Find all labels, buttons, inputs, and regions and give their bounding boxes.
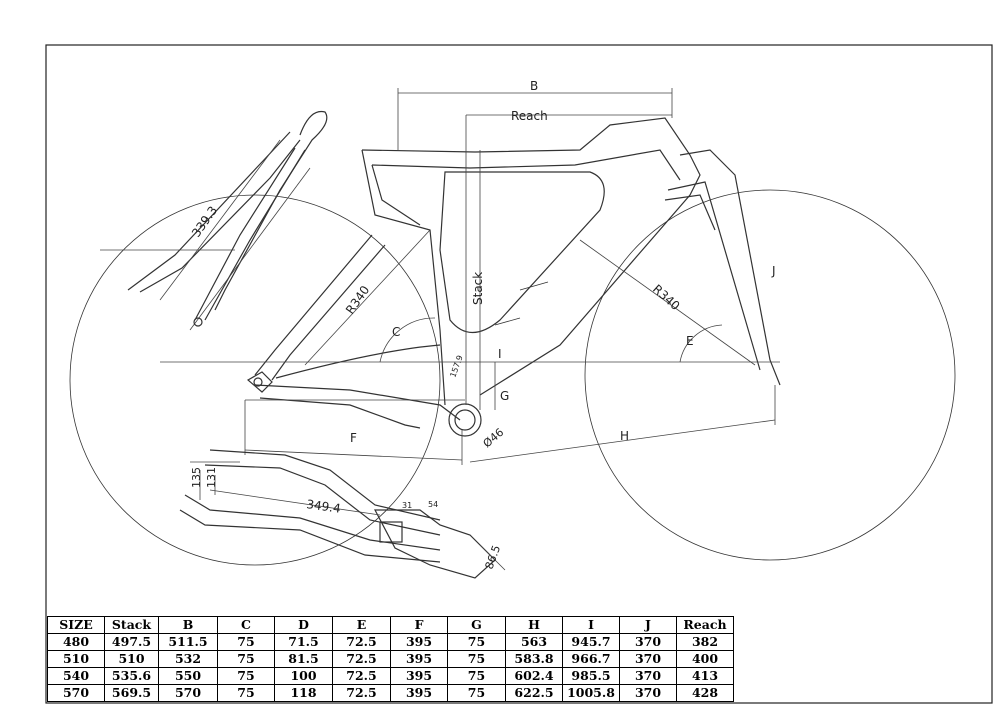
col-stack: Stack [104, 616, 159, 634]
geometry-table: SIZE Stack B C D E F G H I J Reach 480 4… [47, 616, 734, 702]
cell: 72.5 [332, 633, 391, 651]
cell: 72.5 [332, 667, 391, 685]
cell: 395 [390, 633, 448, 651]
col-c: C [217, 616, 275, 634]
cell: 497.5 [104, 633, 159, 651]
cell: 395 [390, 667, 448, 685]
label-e: E [686, 334, 694, 348]
cell: 395 [390, 684, 448, 702]
label-31: 31 [402, 501, 412, 510]
cell: 370 [619, 667, 677, 685]
label-h: H [620, 429, 629, 443]
cell: 532 [158, 650, 218, 668]
col-b: B [158, 616, 218, 634]
fork-drawing [100, 110, 328, 331]
cell: 1005.8 [562, 684, 620, 702]
cell: 75 [447, 633, 506, 651]
cell: 75 [217, 633, 275, 651]
cell: 480 [47, 633, 105, 651]
cell: 400 [676, 650, 734, 668]
cell: 569.5 [104, 684, 159, 702]
cell: 71.5 [274, 633, 333, 651]
col-j: J [619, 616, 677, 634]
col-g: G [447, 616, 506, 634]
cell: 535.6 [104, 667, 159, 685]
col-i: I [562, 616, 620, 634]
drawing-border [45, 44, 993, 704]
label-157: 157.9 [448, 354, 464, 379]
dimension-lines [160, 88, 780, 465]
cell: 75 [447, 684, 506, 702]
col-h: H [505, 616, 563, 634]
label-135: 135 [190, 467, 203, 488]
cell: 985.5 [562, 667, 620, 685]
label-d46: Ø46 [481, 426, 507, 451]
col-f: F [390, 616, 448, 634]
col-size: SIZE [47, 616, 105, 634]
cell: 510 [104, 650, 159, 668]
cell: 118 [274, 684, 333, 702]
cell: 510 [47, 650, 105, 668]
frame-drawing [246, 117, 781, 437]
table-row: 540 535.6 550 75 100 72.5 395 75 602.4 9… [47, 667, 734, 685]
front-wheel [584, 189, 956, 561]
label-54: 54 [428, 500, 438, 509]
cell: 370 [619, 633, 677, 651]
label-i: I [498, 347, 502, 361]
table-row: 510 510 532 75 81.5 72.5 395 75 583.8 96… [47, 650, 734, 668]
rear-wheel [69, 194, 441, 566]
label-c: C [392, 325, 400, 339]
cell: 75 [447, 667, 506, 685]
cell: 100 [274, 667, 333, 685]
cell: 550 [158, 667, 218, 685]
cell: 428 [676, 684, 734, 702]
cell: 75 [217, 684, 275, 702]
col-d: D [274, 616, 333, 634]
cell: 75 [447, 650, 506, 668]
label-g: G [500, 389, 509, 403]
cell: 563 [505, 633, 563, 651]
cell: 395 [390, 650, 448, 668]
cell: 382 [676, 633, 734, 651]
cell: 540 [47, 667, 105, 685]
cell: 72.5 [332, 650, 391, 668]
cell: 966.7 [562, 650, 620, 668]
cell: 945.7 [562, 633, 620, 651]
cell: 72.5 [332, 684, 391, 702]
label-349: 349.4 [306, 497, 342, 516]
cell: 602.4 [505, 667, 563, 685]
col-reach: Reach [676, 616, 734, 634]
cell: 570 [47, 684, 105, 702]
label-r340-right: R340 [650, 282, 683, 313]
stay-detail-drawing [179, 449, 506, 579]
cell: 570 [158, 684, 218, 702]
cell: 583.8 [505, 650, 563, 668]
table-header-row: SIZE Stack B C D E F G H I J Reach [47, 616, 734, 634]
cell: 75 [217, 667, 275, 685]
table-row: 570 569.5 570 75 118 72.5 395 75 622.5 1… [47, 684, 734, 702]
cell: 81.5 [274, 650, 333, 668]
cell: 75 [217, 650, 275, 668]
cell: 413 [676, 667, 734, 685]
cell: 622.5 [505, 684, 563, 702]
label-stack: Stack [471, 272, 485, 305]
label-86: 86.5 [483, 544, 504, 571]
cell: 370 [619, 650, 677, 668]
label-f: F [350, 431, 357, 445]
label-j: J [771, 264, 776, 278]
table-row: 480 497.5 511.5 75 71.5 72.5 395 75 563 … [47, 633, 734, 651]
cell: 370 [619, 684, 677, 702]
label-b: B [530, 79, 538, 93]
label-131: 131 [205, 467, 218, 488]
label-reach: Reach [511, 109, 548, 123]
cell: 511.5 [158, 633, 218, 651]
col-e: E [332, 616, 391, 634]
